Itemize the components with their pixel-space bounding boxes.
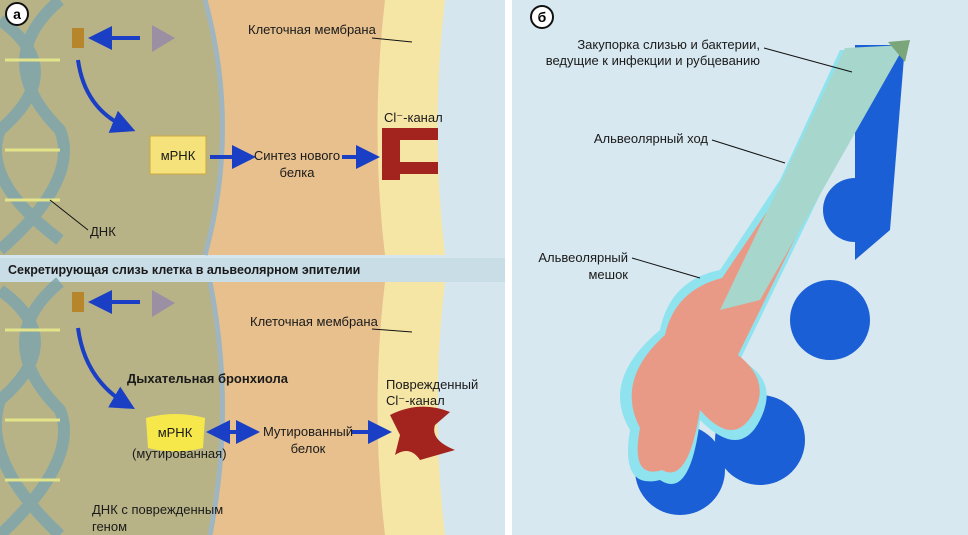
synthesis-label-2: белка — [279, 165, 315, 180]
mrna-box — [149, 135, 207, 175]
mrna-label: мРНК — [160, 148, 196, 163]
bronchiole-label: Дыхательная бронхиола — [127, 371, 289, 386]
plug-label-2: ведущие к инфекции и рубцеванию — [545, 53, 760, 68]
cl-channel — [382, 128, 438, 180]
damaged-channel — [390, 406, 455, 460]
duct-label: Альвеолярный ход — [593, 131, 708, 146]
synthesis-label-1: Синтез нового — [253, 148, 341, 163]
dna-label: ДНК — [90, 224, 116, 239]
mutated-mrna-blob — [146, 414, 205, 452]
membrane-label-bottom: Клеточная мембрана — [250, 314, 378, 329]
sac-label-1: Альвеолярный — [538, 250, 628, 265]
panel-b-badge: б — [530, 5, 554, 29]
mutated-mrna-label: мРНК — [157, 425, 193, 440]
section-banner: Секретирующая слизь клетка в альвеолярно… — [8, 263, 361, 277]
damaged-channel-label-1: Поврежденный — [386, 377, 479, 392]
bottom-cell — [0, 281, 445, 535]
dna-helix — [0, 0, 70, 535]
mutated-protein-label-1: Мутированный — [262, 424, 354, 439]
alveolus — [620, 40, 910, 515]
plug-label-1: Закупорка слизью и бактерии, — [577, 37, 760, 52]
damaged-dna-label-1: ДНК с поврежденным — [92, 502, 224, 517]
cl-channel-label: Cl⁻-канал — [384, 110, 443, 125]
membrane-label-top: Клеточная мембрана — [248, 22, 376, 37]
leader-lines — [49, 37, 853, 333]
sac-label-2: мешок — [588, 267, 628, 282]
panel-a-badge: а — [5, 2, 29, 26]
damaged-channel-label-2: Cl⁻-канал — [386, 393, 445, 408]
mutated-protein-label-2: белок — [290, 441, 326, 456]
damaged-dna-label-2: геном — [92, 519, 128, 534]
banner-bg — [0, 258, 505, 282]
mutated-mrna-sub: (мутированная) — [132, 446, 227, 461]
